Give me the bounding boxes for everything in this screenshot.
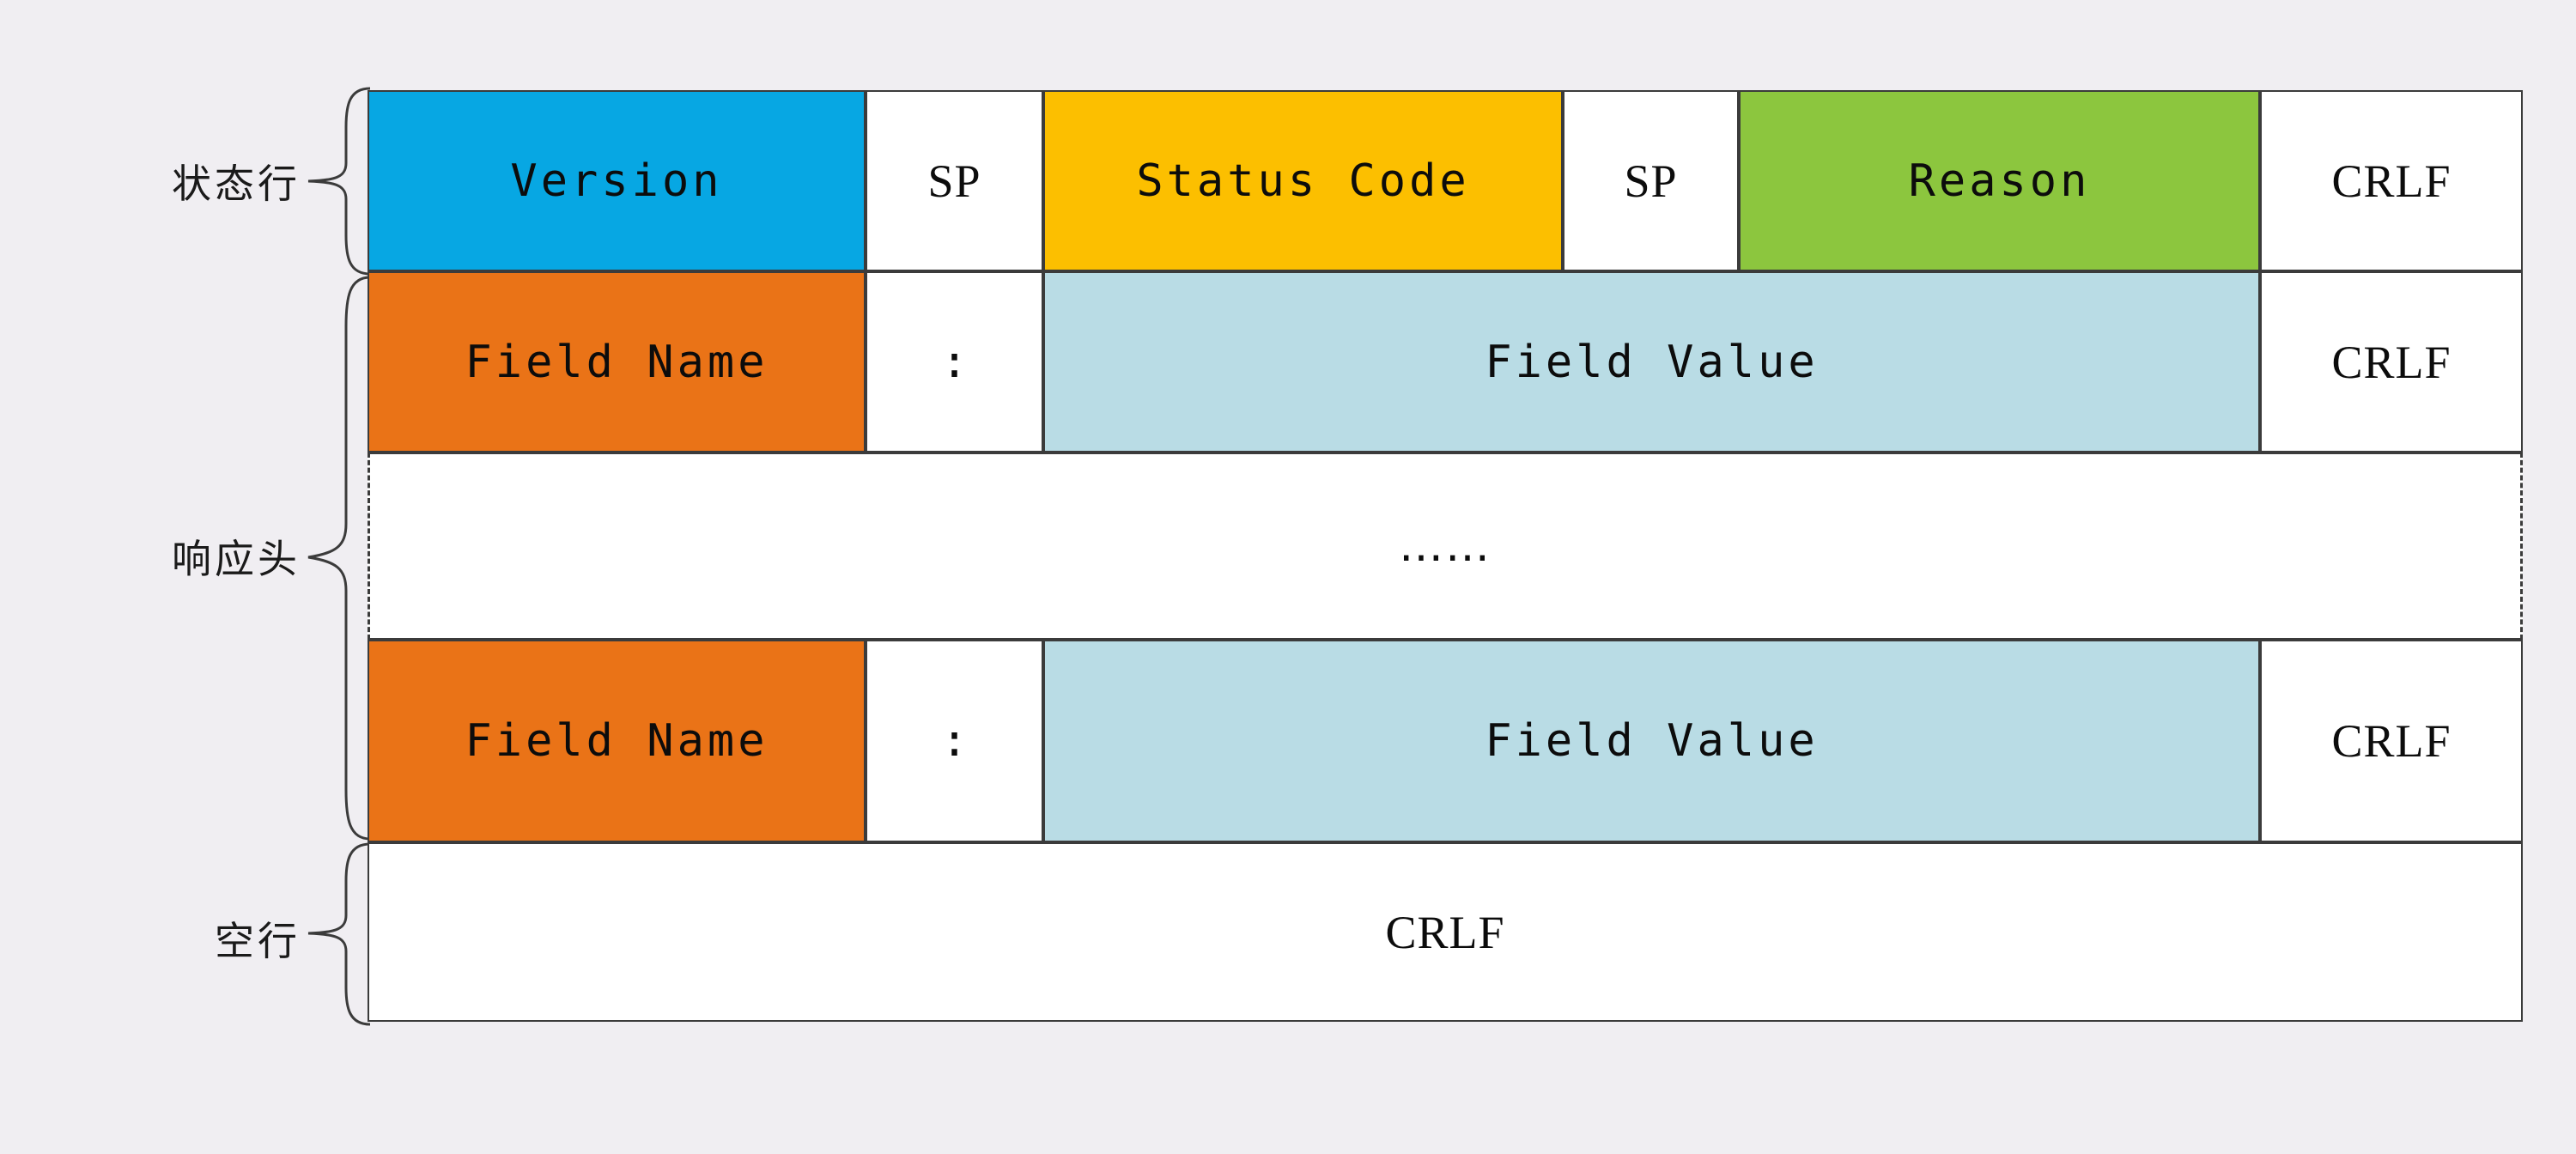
- cell-sp-1-label: SP: [927, 155, 981, 207]
- cell-version: Version: [368, 90, 866, 271]
- cell-status-code-label: Status Code: [1136, 155, 1470, 207]
- cell-ellipsis: ……: [368, 452, 2523, 640]
- cell-field-name-1: Field Name: [368, 271, 866, 452]
- cell-field-name-1-label: Field Name: [465, 336, 769, 388]
- cell-crlf-header-1: CRLF: [2260, 271, 2523, 452]
- brace-blank-line: [307, 842, 371, 1026]
- cell-colon-1: :: [866, 271, 1043, 452]
- cell-crlf-header-1-label: CRLF: [2331, 336, 2451, 388]
- brace-response-headers: [307, 276, 371, 841]
- cell-crlf-header-2: CRLF: [2260, 640, 2523, 842]
- cell-reason: Reason: [1739, 90, 2260, 271]
- cell-version-label: Version: [510, 155, 723, 207]
- cell-colon-2: :: [866, 640, 1043, 842]
- cell-field-value-2: Field Value: [1043, 640, 2260, 842]
- section-label-status-line: 状态行: [172, 161, 301, 207]
- cell-crlf-blank-line: CRLF: [368, 842, 2523, 1022]
- cell-colon-2-label: :: [940, 715, 969, 767]
- cell-crlf-header-2-label: CRLF: [2331, 715, 2451, 767]
- cell-field-value-1: Field Value: [1043, 271, 2260, 452]
- cell-sp-1: SP: [866, 90, 1043, 271]
- cell-crlf-blank-line-label: CRLF: [1385, 906, 1505, 958]
- cell-field-name-2: Field Name: [368, 640, 866, 842]
- cell-reason-label: Reason: [1908, 155, 2091, 207]
- cell-colon-1-label: :: [940, 336, 969, 388]
- cell-status-code: Status Code: [1043, 90, 1563, 271]
- section-label-response-headers: 响应头: [172, 536, 301, 582]
- section-label-blank-line: 空行: [215, 918, 301, 964]
- cell-field-name-2-label: Field Name: [465, 715, 769, 767]
- cell-field-value-1-label: Field Value: [1485, 336, 1819, 388]
- cell-crlf-status-line-label: CRLF: [2331, 155, 2451, 207]
- cell-crlf-status-line: CRLF: [2260, 90, 2523, 271]
- cell-sp-2-label: SP: [1624, 155, 1678, 207]
- brace-status-line: [307, 87, 371, 276]
- cell-ellipsis-label: ……: [1399, 520, 1492, 572]
- cell-field-value-2-label: Field Value: [1485, 715, 1819, 767]
- cell-sp-2: SP: [1563, 90, 1739, 271]
